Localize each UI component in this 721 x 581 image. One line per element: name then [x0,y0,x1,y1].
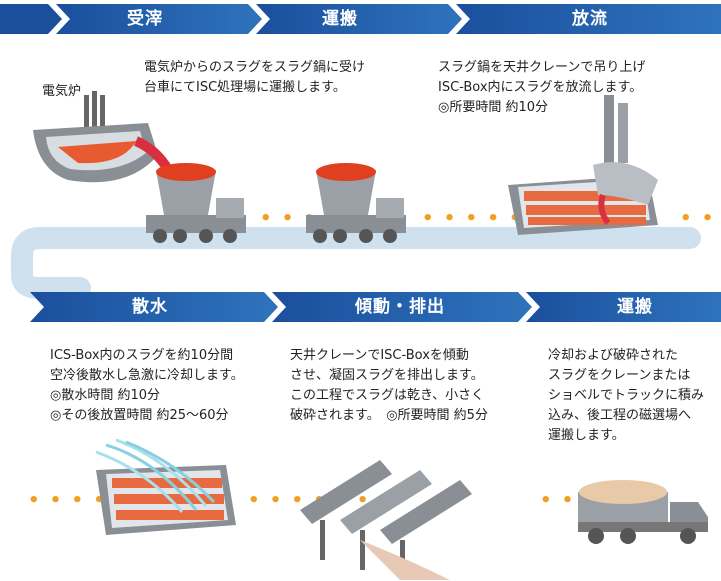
stage-label-discharge: 放流 [572,9,608,29]
flow-dots-3: • • [680,208,716,229]
desc-receive-line1: 電気炉からのスラグをスラグ鍋に受け [144,60,366,75]
desc-water-line3: ◎散水時間 約10分 [50,388,161,403]
slag-ladle-cart-icon [146,163,246,243]
desc-tilt-line3: この工程でスラグは乾き、小さく [290,388,485,403]
desc-water-line1: ICS-Box内のスラグを約10分間 [50,348,234,363]
stage-label-water-spray: 散水 [132,297,168,317]
desc-truck-line1: 冷却および破砕された [548,348,679,363]
desc-tilt-line4: 破砕されます。 ◎所要時間 約5分 [290,408,488,423]
slag-ladle-cart-2-icon [306,163,406,243]
isc-box-pour-icon [508,95,658,235]
desc-receive-line2: 台車にてISC処理場に運搬します。 [144,80,346,95]
stage-label-tilt-discharge: 傾動・排出 [355,297,445,317]
stage-label-transport: 運搬 [322,9,358,29]
stage-label-receive: 受滓 [127,9,163,29]
desc-water-line2: 空冷後散水し急激に冷却します。 [50,368,244,383]
desc-truck-line4: 込み、後工程の磁選場へ [548,408,692,423]
desc-tilt-line1: 天井クレーンでISC-Boxを傾動 [290,348,469,363]
desc-truck-line5: 運搬します。 [548,428,625,443]
dump-truck-icon [578,480,708,544]
desc-truck-line2: スラグをクレーンまたは [548,368,691,383]
desc-discharge-line1: スラグ鍋を天井クレーンで吊り上げ [438,60,646,75]
desc-discharge-line3: ◎所要時間 約10分 [438,100,549,115]
row2-arrow-bar [30,292,721,322]
desc-water-line4: ◎その後放置時間 約25～60分 [50,408,229,423]
flow-dots-2: • • • • • [422,208,523,229]
tilting-box-icon [300,460,472,580]
stage-label-transport-2: 運搬 [617,297,653,317]
row1-arrow-bar [0,4,721,34]
desc-truck-line3: ショベルでトラックに積み [548,388,705,403]
desc-discharge-line2: ISC-Box内にスラグを放流します。 [438,80,643,95]
water-spray-box-icon [95,438,236,535]
furnace-label: 電気炉 [42,84,82,99]
desc-tilt-line2: させ、凝固スラグを排出します。 [290,368,484,383]
